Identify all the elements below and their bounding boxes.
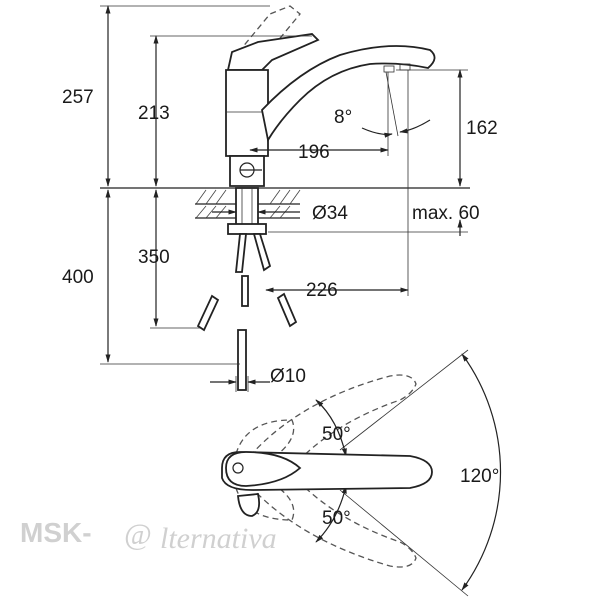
dim-height-spout: 213 bbox=[138, 103, 170, 124]
dim-hose-length: 350 bbox=[138, 247, 170, 268]
swivel-angle-down bbox=[315, 485, 347, 543]
dim-max-thickness: max. 60 bbox=[412, 203, 480, 224]
hose-left bbox=[235, 233, 247, 273]
hose-connector-left bbox=[196, 294, 220, 332]
aerator bbox=[383, 65, 395, 73]
dim-height-total: 257 bbox=[62, 87, 94, 108]
watermark-brand-right: lternativa bbox=[160, 522, 277, 555]
watermark: MSK- @ lternativa bbox=[20, 517, 277, 555]
faucet-body bbox=[225, 69, 269, 157]
faucet-top-view bbox=[221, 349, 502, 597]
dim-spout-angle: 8° bbox=[334, 107, 352, 128]
lever-handle bbox=[226, 33, 320, 71]
dim-swivel-up: 50° bbox=[322, 424, 351, 445]
dim-swivel-down: 50° bbox=[322, 508, 351, 529]
dim-reach: 196 bbox=[298, 142, 330, 163]
swivel-range-arc bbox=[461, 353, 502, 591]
lever-pivot-icon bbox=[232, 462, 244, 474]
mounting-nut bbox=[227, 223, 267, 235]
lever-raised-outline bbox=[231, 5, 301, 61]
lever-top bbox=[225, 451, 302, 487]
dim-outlet-height: 162 bbox=[466, 118, 498, 139]
lever-base-top bbox=[237, 493, 261, 517]
hose-connector-right bbox=[276, 292, 298, 328]
spout bbox=[261, 45, 436, 143]
watermark-brand-mark: @ bbox=[124, 518, 152, 551]
dim-below-deck: 400 bbox=[62, 267, 94, 288]
dim-hole-diameter: Ø34 bbox=[312, 203, 348, 224]
dim-swivel-range: 120° bbox=[460, 466, 499, 487]
dim-hose-diameter: Ø10 bbox=[270, 366, 306, 387]
watermark-brand-left: MSK- bbox=[20, 517, 92, 548]
hose-center bbox=[241, 275, 249, 307]
faucet-side-view bbox=[100, 5, 470, 391]
dim-reach-below: 226 bbox=[306, 280, 338, 301]
hose-right bbox=[252, 233, 272, 272]
dimension-lines bbox=[100, 5, 468, 392]
swivel-angle-up bbox=[315, 399, 347, 457]
faucet-base bbox=[229, 155, 265, 187]
hose-end bbox=[237, 329, 247, 391]
lever-rotated-up bbox=[235, 419, 295, 461]
